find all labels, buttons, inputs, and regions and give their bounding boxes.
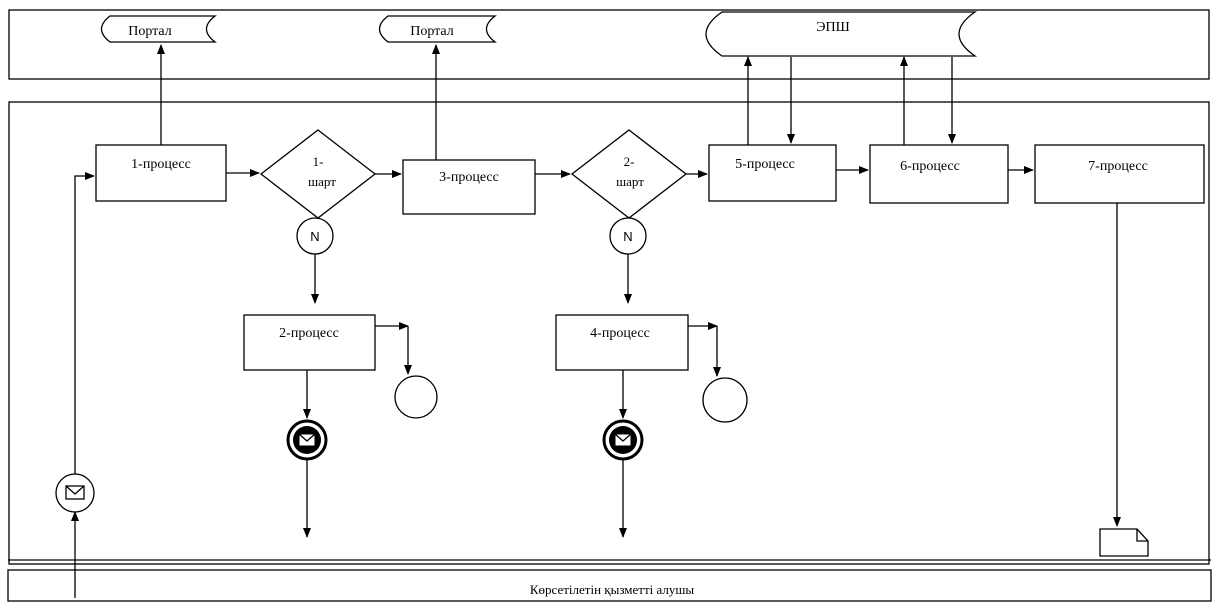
process-2-label: 2-процесс — [279, 326, 339, 341]
process-1-label: 1-процесс — [131, 157, 191, 172]
bottom-swimlane — [7, 569, 1212, 602]
process-4: 4-процесс — [555, 314, 689, 371]
epsh-storage-label: ЭПШ — [816, 20, 849, 35]
portal-storage-2-label: Портал — [410, 24, 454, 39]
condition-1-line2: шарт — [308, 174, 336, 189]
process-7: 7-процесс — [1034, 144, 1205, 204]
document-icon — [1099, 528, 1149, 557]
process-4-label: 4-процесс — [590, 326, 650, 341]
process-6: 6-процесс — [869, 144, 1009, 204]
condition-1-line1: 1- — [313, 154, 324, 169]
process-2: 2-процесс — [243, 314, 376, 371]
epsh-storage: ЭПШ — [705, 11, 978, 57]
condition-2-diamond: 2- шарт — [570, 129, 688, 219]
bottom-lane-label: Көрсетілетін қызметті алушы — [530, 582, 695, 597]
message-start-icon — [55, 473, 95, 513]
no-branch-2-label: N — [623, 229, 632, 244]
message-end-1-icon — [286, 419, 328, 461]
portal-storage-2: Портал — [378, 15, 497, 43]
end-event-1-icon — [394, 375, 438, 419]
portal-storage-1-label: Портал — [128, 24, 172, 39]
process-5-label: 5-процесс — [735, 157, 795, 172]
condition-2-line1: 2- — [624, 154, 635, 169]
no-branch-2: N — [609, 217, 647, 255]
process-7-label: 7-процесс — [1088, 159, 1148, 174]
message-end-2-icon — [602, 419, 644, 461]
condition-2-line2: шарт — [616, 174, 644, 189]
process-3-label: 3-процесс — [439, 170, 499, 185]
process-1: 1-процесс — [95, 144, 227, 202]
portal-storage-1: Портал — [100, 15, 217, 43]
no-branch-1: N — [296, 217, 334, 255]
no-branch-1-label: N — [310, 229, 319, 244]
process-6-label: 6-процесс — [900, 159, 960, 174]
end-event-2-icon — [702, 377, 748, 423]
process-3: 3-процесс — [402, 159, 536, 215]
process-5: 5-процесс — [708, 144, 837, 202]
